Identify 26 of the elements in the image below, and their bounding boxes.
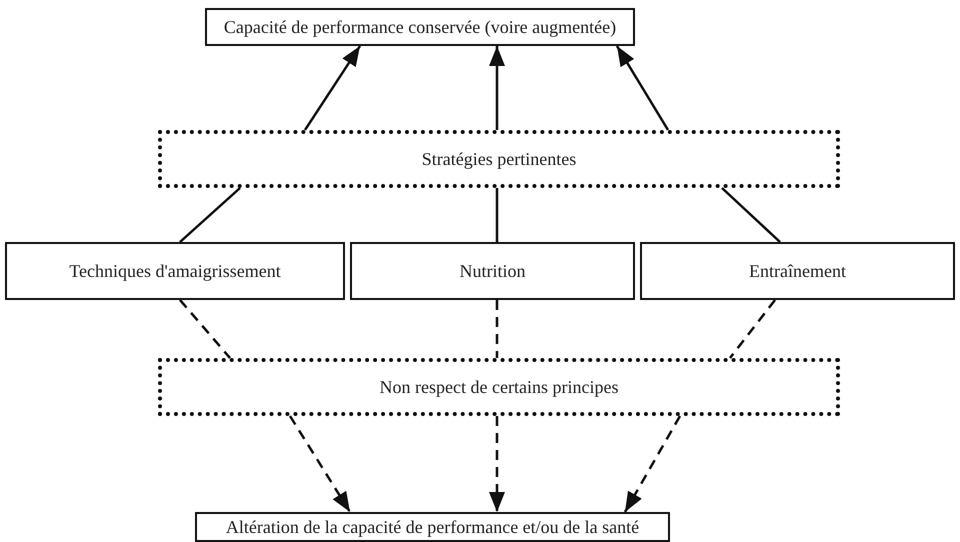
arrow [304, 45, 362, 131]
dotted-group-box [158, 130, 840, 188]
node-label: Altération de la capacité de performance et/ou de la santé [226, 516, 640, 538]
arrow [288, 415, 352, 513]
arrow [489, 46, 505, 130]
arrow [624, 415, 682, 513]
connector-line [496, 300, 498, 358]
dotted-group-box [158, 358, 840, 416]
node-label: Capacité de performance conservée (voire augmentée) [224, 16, 616, 38]
process-box [205, 8, 635, 46]
node-label: Non respect de certains principes [380, 376, 618, 398]
process-box [195, 512, 670, 542]
connector-line [179, 187, 241, 243]
process-box [640, 242, 955, 300]
node-label: Techniques d'amaigrissement [69, 260, 281, 282]
node-label: Entraînement [749, 260, 846, 282]
connector-line [496, 188, 498, 242]
arrow [616, 45, 670, 131]
connector-line [729, 299, 776, 359]
connector-line [721, 187, 781, 243]
process-box [5, 242, 345, 300]
node-label: Stratégies pertinentes [422, 148, 576, 170]
process-box [350, 242, 635, 300]
arrow [489, 416, 505, 512]
connector-line [179, 299, 231, 359]
node-label: Nutrition [460, 260, 526, 282]
